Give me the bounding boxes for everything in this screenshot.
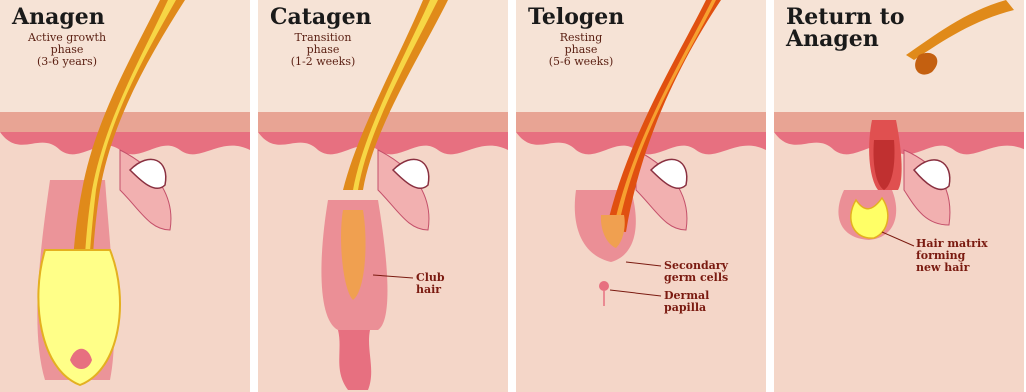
callout-club-hair: Club hair: [416, 272, 445, 296]
panel-subtitle: Resting phase (5-6 weeks): [526, 32, 636, 68]
panel-anagen: Anagen Active growth phase (3-6 years): [0, 0, 250, 392]
panel-title: Anagen: [12, 6, 105, 28]
panel-subtitle: Active growth phase (3-6 years): [12, 32, 122, 68]
panel-title: Telogen: [528, 6, 624, 28]
panel-return-to-anagen: Return to Anagen Hair matrix forming new…: [774, 0, 1024, 392]
callout-hair-matrix: Hair matrix forming new hair: [916, 238, 988, 274]
callout-secondary-germ-cells: Secondary germ cells: [664, 260, 728, 284]
panel-telogen: Telogen Resting phase (5-6 weeks) Second…: [516, 0, 766, 392]
panel-catagen: Catagen Transition phase (1-2 weeks) Clu…: [258, 0, 508, 392]
panel-subtitle: Transition phase (1-2 weeks): [268, 32, 378, 68]
return-to-anagen-illustration: [774, 0, 1024, 392]
panel-title: Return to Anagen: [786, 6, 905, 50]
callout-dermal-papilla: Dermal papilla: [664, 290, 709, 314]
panel-title: Catagen: [270, 6, 372, 28]
